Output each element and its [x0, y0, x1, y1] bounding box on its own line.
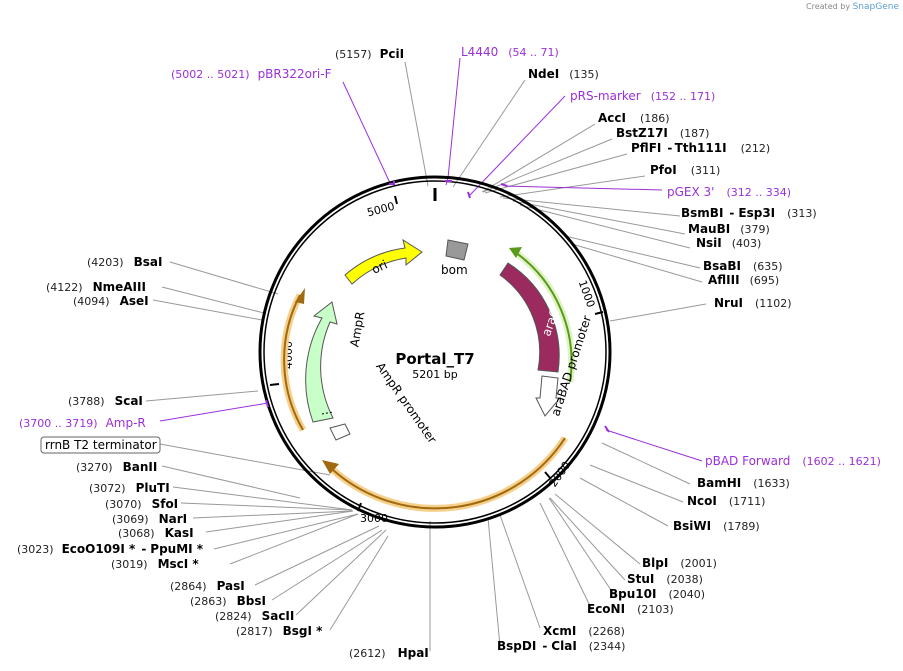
arac-feature[interactable]: [499, 262, 560, 373]
enzyme-econi[interactable]: EcoNI(2103): [587, 602, 674, 616]
enzyme-pfoi[interactable]: PfoI(311): [650, 163, 720, 177]
primer-pbad-forward[interactable]: pBAD Forward(1602 .. 1621): [705, 454, 881, 468]
enzyme-pflfi-tth111i[interactable]: PflFI-Tth111I(212): [631, 141, 770, 155]
ampr-dotted: [321, 411, 334, 415]
enzyme-ncoi[interactable]: NcoI(1711): [687, 494, 765, 508]
enzyme-sacii[interactable]: (2824)SacII: [215, 609, 294, 623]
enzyme-bsiwi[interactable]: BsiWI(1789): [673, 519, 760, 533]
enzyme-bsgi[interactable]: (2817)BsgI *: [236, 624, 323, 638]
enzyme-pasi[interactable]: (2864)PasI: [170, 579, 245, 593]
enzyme-maubi[interactable]: MauBI(379): [688, 222, 770, 236]
primer-amp-r[interactable]: (3700 .. 3719)Amp-R: [19, 416, 146, 430]
arac-arc: [514, 251, 573, 383]
bom-feature[interactable]: [445, 239, 469, 261]
primer-pgex3[interactable]: pGEX 3'(312 .. 334): [667, 185, 791, 199]
bottom-arc-head: [322, 460, 339, 474]
enzyme-bpu10i[interactable]: Bpu10I(2040): [609, 587, 705, 601]
enzyme-bsabi[interactable]: BsaBI(635): [703, 259, 783, 273]
ampr-feature[interactable]: [305, 301, 338, 423]
ampr-label: AmpR: [347, 310, 367, 348]
tick-marks: [269, 195, 604, 512]
enzyme-hpai[interactable]: (2612)HpaI: [349, 646, 429, 660]
enzyme-scai[interactable]: (3788)ScaI: [68, 394, 143, 408]
primer-l4440[interactable]: L4440(54 .. 71): [461, 45, 559, 59]
enzyme-xcmi[interactable]: XcmI(2268): [543, 624, 625, 638]
primer-leaders: [159, 57, 703, 462]
enzyme-asei[interactable]: (4094)AseI: [73, 294, 149, 308]
enzyme-acci[interactable]: AccI(186): [598, 111, 670, 125]
plasmid-name: Portal_T7: [395, 350, 474, 368]
enzyme-ecoo109i-ppumi[interactable]: (3023)EcoO109I *-PpuMI *: [17, 542, 204, 556]
primer-marks: [265, 180, 610, 433]
arac-arc-head: [509, 247, 522, 258]
ampr-promoter-feature[interactable]: [329, 423, 351, 441]
enzyme-pcii[interactable]: (5157)PciI: [335, 47, 404, 61]
tick-5000: 5000: [366, 200, 396, 220]
enzyme-nari[interactable]: (3069)NarI: [112, 512, 187, 526]
enzyme-nrui[interactable]: NruI(1102): [714, 296, 792, 310]
enzyme-ndei[interactable]: NdeI(135): [528, 67, 599, 81]
enzyme-stui[interactable]: StuI(2038): [627, 572, 703, 586]
enzyme-sfoi[interactable]: (3070)SfoI: [105, 497, 178, 511]
ampr-arc: [283, 294, 304, 431]
enzyme-kasi[interactable]: (3068)KasI: [118, 526, 194, 540]
ori-label: ori: [369, 257, 389, 276]
plasmid-size: 5201 bp: [412, 368, 457, 381]
enzyme-aflIII[interactable]: AflIII(695): [708, 273, 779, 287]
bottom-arc: [332, 437, 566, 510]
snapgene-credit: Created by SnapGene: [806, 2, 899, 12]
snapgene-logo: SnapGene: [852, 2, 899, 12]
backbone-outer: [258, 175, 612, 529]
leader-lines: [145, 61, 707, 651]
enzyme-nmeaIII[interactable]: (4122)NmeAIII: [46, 280, 146, 294]
enzyme-pluti[interactable]: (3072)PluTI: [89, 481, 170, 495]
enzyme-msci[interactable]: (3019)MscI *: [111, 557, 199, 571]
tick-3000: 3000: [360, 512, 388, 525]
rrnb-box[interactable]: [40, 436, 161, 454]
enzyme-bbsi[interactable]: (2863)BbsI: [190, 594, 266, 608]
backbone-inner: [263, 180, 607, 524]
rrnb-label: rrnB T2 terminator: [45, 438, 157, 452]
credit-prefix: Created by: [806, 2, 851, 11]
ori-feature[interactable]: [344, 238, 423, 285]
primer-pbr322ori-f[interactable]: (5002 .. 5021)pBR322ori-F: [171, 67, 332, 81]
enzyme-bsmbi-esp3i[interactable]: BsmBI-Esp3I(313): [681, 206, 817, 220]
arabad-promoter-feature[interactable]: [535, 375, 562, 417]
tick-1000: 1000: [576, 278, 598, 309]
enzyme-bamhi[interactable]: BamHI(1633): [697, 476, 790, 490]
bom-label: bom: [441, 263, 468, 277]
enzyme-banii[interactable]: (3270)BanII: [76, 460, 157, 474]
primer-prs-marker[interactable]: pRS-marker(152 .. 171): [570, 89, 715, 103]
enzyme-blpi[interactable]: BlpI(2001): [642, 556, 717, 570]
enzyme-bstz17i[interactable]: BstZ17I(187): [616, 126, 709, 140]
enzyme-bsai[interactable]: (4203)BsaI: [87, 255, 162, 269]
enzyme-nsii[interactable]: NsiI(403): [696, 236, 761, 250]
ampr-arc-head: [295, 288, 305, 304]
enzyme-bspdi-clai[interactable]: BspDI-ClaI(2344): [497, 639, 625, 653]
